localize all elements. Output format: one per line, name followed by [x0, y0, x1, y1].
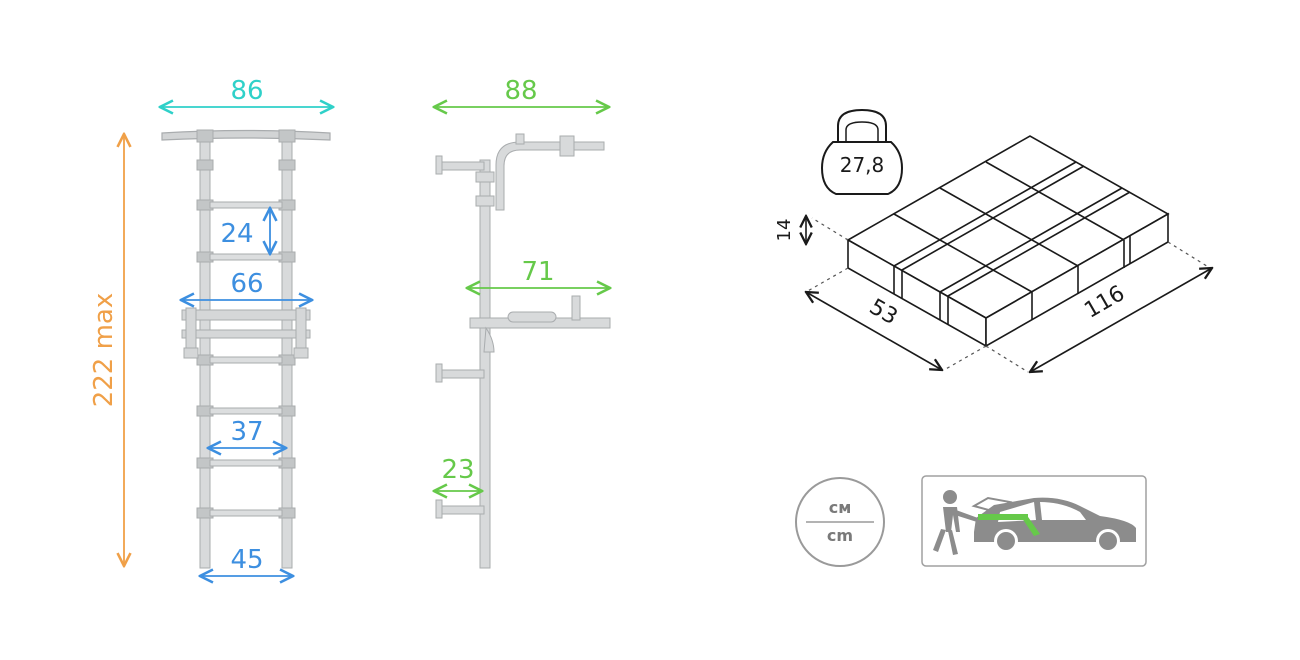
- box-width-label: 53: [865, 295, 902, 331]
- front-dimensions: 86 24 66 37 45 222 max: [89, 76, 333, 576]
- weight-label: 27,8: [840, 153, 885, 177]
- front-rung: [209, 459, 283, 467]
- box-width-arrow: [806, 292, 942, 370]
- height-label: 222 max: [89, 293, 119, 408]
- car-loading-icon: [921, 475, 1147, 567]
- side-view: [435, 133, 611, 569]
- box-height-label: 14: [774, 219, 795, 242]
- car-icon: [971, 496, 1136, 553]
- depth-23-label: 23: [441, 455, 474, 485]
- width-86-label: 86: [230, 76, 263, 106]
- front-rung: [209, 509, 283, 517]
- kettlebell-icon: 27,8: [820, 108, 904, 195]
- depth-88-label: 88: [504, 76, 537, 106]
- inner-width-label: 37: [230, 417, 263, 447]
- side-upright: [479, 159, 491, 569]
- front-view: [161, 129, 331, 569]
- depth-71-label: 71: [521, 257, 554, 287]
- front-rung: [209, 407, 283, 415]
- base-width-label: 45: [230, 545, 263, 575]
- front-dip-bars: [181, 307, 311, 359]
- side-top-arm: [495, 141, 605, 211]
- units-bottom-label: cm: [827, 526, 853, 545]
- box-length-arrow: [1030, 268, 1212, 372]
- front-rung: [209, 253, 283, 261]
- bar-width-label: 66: [230, 269, 263, 299]
- side-dimensions: 88 71 23: [434, 76, 610, 491]
- front-top-bar: [161, 129, 331, 141]
- rung-spacing-label: 24: [220, 219, 253, 249]
- person-icon: [933, 490, 978, 555]
- units-badge-icon: см cm: [795, 477, 885, 567]
- front-rung: [209, 356, 283, 364]
- front-rung: [209, 201, 283, 209]
- units-top-label: см: [829, 498, 852, 517]
